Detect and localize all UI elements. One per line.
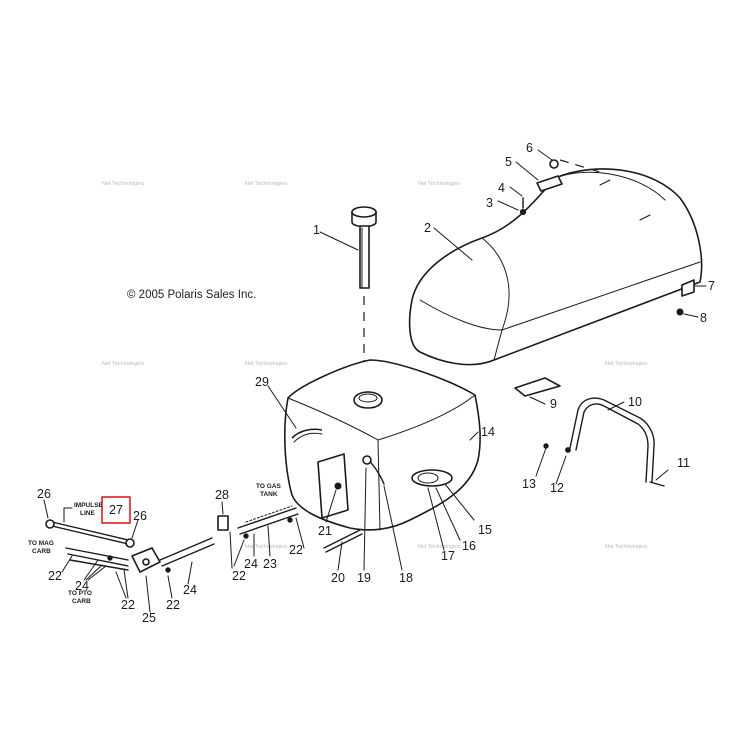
label-line: LINE: [80, 510, 95, 517]
callout-20: 20: [331, 571, 345, 585]
callout-22-right: 22: [289, 543, 303, 557]
callout-4: 4: [498, 181, 505, 195]
callout-19: 19: [357, 571, 371, 585]
callout-28: 28: [215, 488, 229, 502]
watermark: Net Technologies: [605, 544, 647, 550]
line-labels: IMPULSE LINE TO MAG CARB TO PTO CARB TO …: [28, 483, 281, 605]
callout-11: 11: [677, 456, 690, 470]
callout-6: 6: [526, 141, 533, 155]
label-to-mag: TO MAG: [28, 540, 54, 547]
watermark: Net Technologies: [245, 361, 287, 367]
watermark: Net Technologies: [102, 181, 144, 187]
callout-17: 17: [441, 549, 455, 563]
watermark: Net Technologies: [418, 181, 460, 187]
callout-16: 16: [462, 539, 476, 553]
filler-cap-assembly: [351, 206, 377, 380]
callout-26-left: 26: [37, 487, 51, 501]
callout-14: 14: [481, 425, 495, 439]
callout-22-pto: 22: [121, 598, 135, 612]
label-pto-carb: CARB: [72, 598, 91, 605]
label-to-pto: TO PTO: [68, 590, 92, 597]
callout-24-hose: 24: [183, 583, 197, 597]
label-impulse: IMPULSE: [74, 502, 104, 509]
watermark: Net Technologies: [418, 544, 460, 550]
callout-23: 23: [263, 557, 277, 571]
label-gas-tank: TANK: [260, 491, 278, 498]
callout-13: 13: [522, 477, 536, 491]
callout-27: 27: [109, 503, 123, 517]
callout-15: 15: [478, 523, 492, 537]
label-mag-carb: CARB: [32, 548, 51, 555]
callout-21: 21: [318, 524, 332, 538]
copyright-notice: © 2005 Polaris Sales Inc.: [127, 289, 256, 301]
callout-26-right: 26: [133, 509, 147, 523]
fuel-lines: [45, 505, 299, 573]
callout-24-lines: 24: [75, 579, 89, 593]
callout-25: 25: [142, 611, 156, 625]
watermark: Net Technologies: [102, 361, 144, 367]
callout-2: 2: [424, 221, 431, 235]
grab-handle: [543, 397, 665, 487]
watermark: Net Technologies: [245, 544, 287, 550]
callout-24-filter: 24: [244, 557, 258, 571]
callout-10: 10: [628, 395, 642, 409]
callout-3: 3: [486, 196, 493, 210]
callout-8: 8: [700, 311, 707, 325]
callout-12: 12: [550, 481, 564, 495]
callout-22-filter: 22: [232, 569, 246, 583]
leader-lines: [43, 149, 707, 613]
label-to-gas: TO GAS: [256, 483, 281, 490]
callout-18: 18: [399, 571, 413, 585]
callout-22-mag: 22: [48, 569, 62, 583]
callout-7: 7: [708, 279, 715, 293]
fuel-tank: [284, 359, 481, 553]
seat: [408, 159, 703, 397]
callout-5: 5: [505, 155, 512, 169]
callout-29: 29: [255, 375, 269, 389]
callout-1: 1: [313, 223, 320, 237]
callout-22-pump: 22: [166, 598, 180, 612]
watermark: Net Technologies: [245, 181, 287, 187]
highlight-box: [101, 496, 131, 524]
callouts: 1 2 3 4 5 6 7 8 9 10 11 12 13 14 15 16 1…: [37, 141, 715, 625]
callout-9: 9: [550, 397, 557, 411]
watermark: Net Technologies: [605, 361, 647, 367]
